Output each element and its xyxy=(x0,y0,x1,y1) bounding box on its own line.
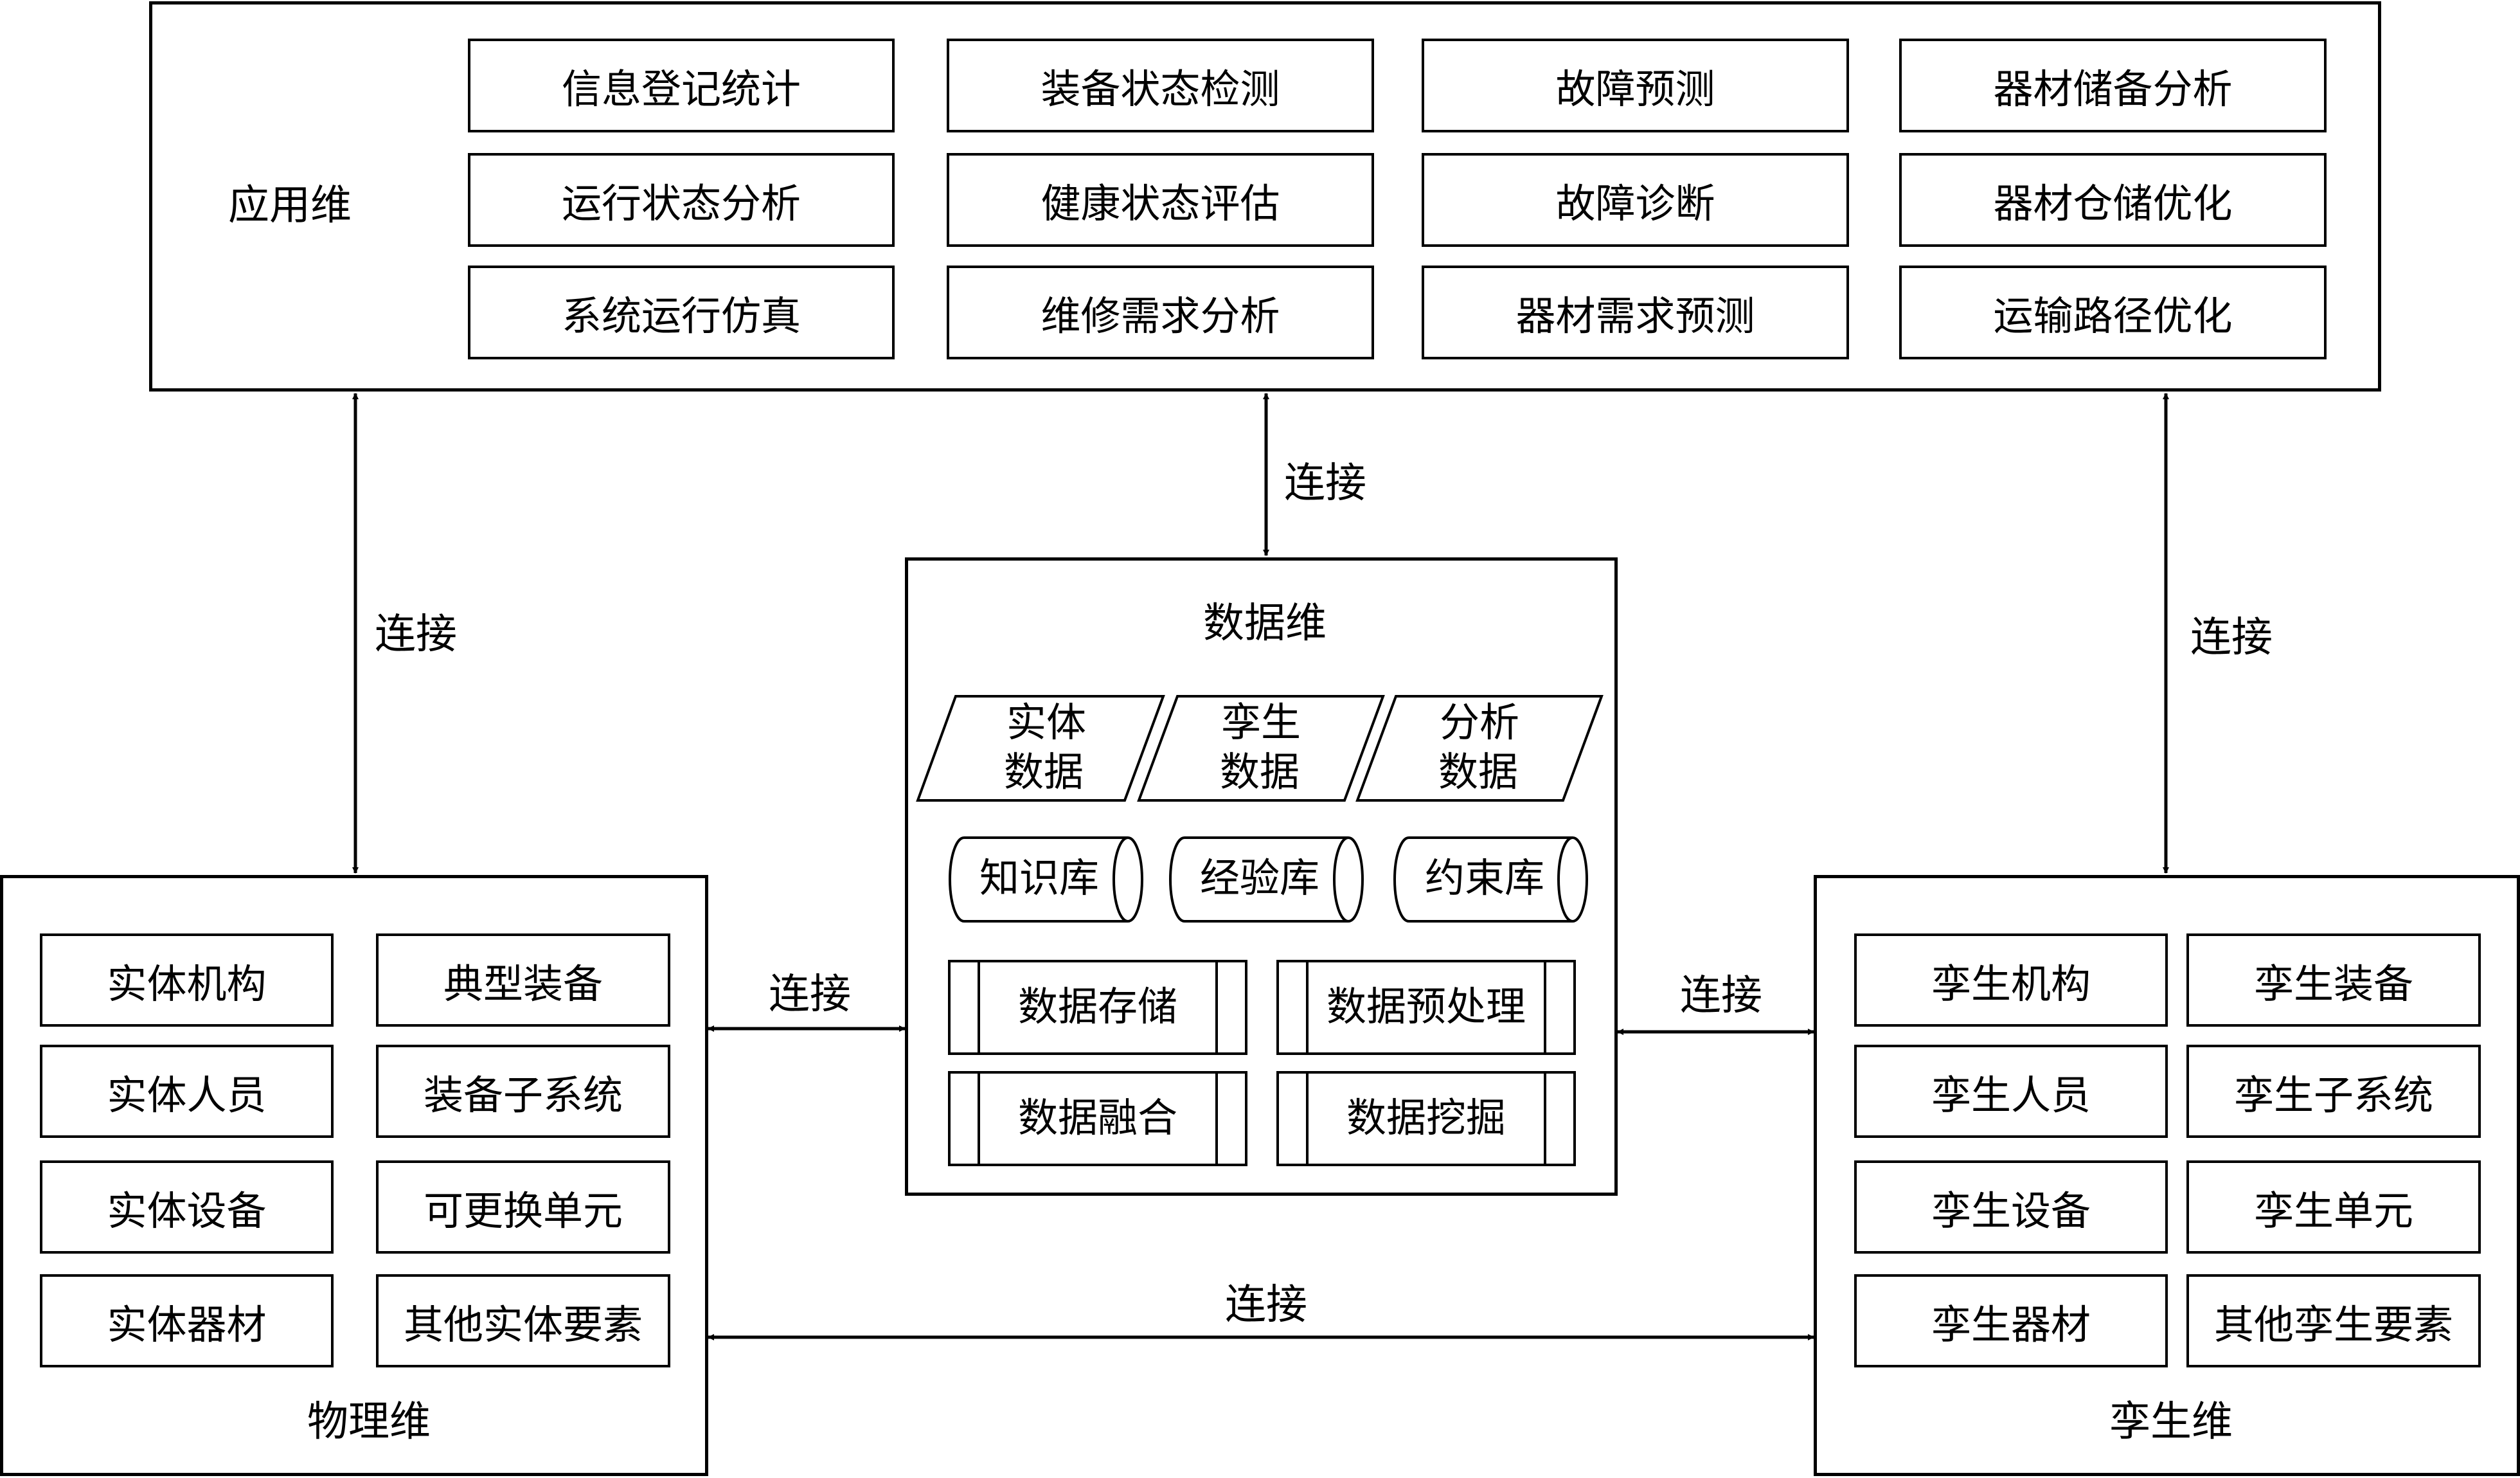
connection-label-app-twin: 连接 xyxy=(2190,614,2273,662)
dataset-label: 数据 xyxy=(1438,748,1518,795)
dataset-label: 数据 xyxy=(1004,748,1084,795)
app-item: 运输路径优化 xyxy=(1899,266,2327,359)
process-mining-shape xyxy=(1276,1071,1576,1166)
library-label: 约束库 xyxy=(1425,854,1544,901)
physical-item: 实体设备 xyxy=(40,1160,334,1254)
process-label: 数据预处理 xyxy=(1327,983,1526,1030)
process-fusion-shape xyxy=(948,1071,1247,1166)
twin-dimension-title: 孪生维 xyxy=(2109,1398,2233,1446)
physical-item: 实体器材 xyxy=(40,1274,334,1367)
app-item: 维修需求分析 xyxy=(947,266,1374,359)
process-storage-shape xyxy=(948,960,1247,1055)
process-label: 数据存储 xyxy=(1018,983,1177,1030)
app-item: 器材需求预测 xyxy=(1422,266,1849,359)
twin-item: 孪生机构 xyxy=(1854,933,2168,1027)
app-item: 健康状态评估 xyxy=(947,153,1374,247)
dataset-label: 数据 xyxy=(1220,748,1300,795)
dataset-analysis-shape xyxy=(1355,695,1604,802)
twin-item: 孪生单元 xyxy=(2186,1160,2481,1254)
twin-item: 孪生设备 xyxy=(1854,1160,2168,1254)
app-item: 系统运行仿真 xyxy=(468,266,895,359)
process-preprocess-shape xyxy=(1276,960,1576,1055)
physical-item: 典型装备 xyxy=(376,933,670,1027)
twin-item: 孪生人员 xyxy=(1854,1045,2168,1138)
dataset-label: 孪生 xyxy=(1221,699,1301,746)
connection-label-data-twin: 连接 xyxy=(1680,972,1762,1020)
app-item: 器材储备分析 xyxy=(1899,39,2327,132)
dataset-label: 实体 xyxy=(1006,699,1086,746)
dataset-entity-shape xyxy=(916,695,1165,802)
twin-item: 孪生子系统 xyxy=(2186,1045,2481,1138)
physical-item: 实体机构 xyxy=(40,933,334,1027)
process-label: 数据融合 xyxy=(1018,1094,1177,1141)
application-dimension-title: 应用维 xyxy=(228,182,352,230)
physical-dimension-title: 物理维 xyxy=(307,1398,431,1446)
physical-item: 实体人员 xyxy=(40,1045,334,1138)
app-item: 信息登记统计 xyxy=(468,39,895,132)
dataset-twin-shape xyxy=(1137,695,1385,802)
physical-item: 可更换单元 xyxy=(376,1160,670,1254)
data-dimension-title: 数据维 xyxy=(1203,600,1327,647)
process-label: 数据挖掘 xyxy=(1346,1094,1506,1141)
connection-label-app-physical: 连接 xyxy=(375,611,457,658)
physical-item: 装备子系统 xyxy=(376,1045,670,1138)
dataset-label: 分析 xyxy=(1440,699,1519,746)
connection-label-physical-data: 连接 xyxy=(769,971,851,1018)
connection-label-physical-twin: 连接 xyxy=(1225,1281,1307,1329)
library-label: 经验库 xyxy=(1200,854,1319,901)
app-item: 装备状态检测 xyxy=(947,39,1374,132)
library-label: 知识库 xyxy=(979,854,1099,901)
app-item: 运行状态分析 xyxy=(468,153,895,247)
twin-item: 孪生器材 xyxy=(1854,1274,2168,1367)
app-item: 故障预测 xyxy=(1422,39,1849,132)
app-item: 故障诊断 xyxy=(1422,153,1849,247)
twin-item: 其他孪生要素 xyxy=(2186,1274,2481,1367)
twin-item: 孪生装备 xyxy=(2186,933,2481,1027)
app-item: 器材仓储优化 xyxy=(1899,153,2327,247)
connection-label-app-data: 连接 xyxy=(1284,460,1366,507)
physical-item: 其他实体要素 xyxy=(376,1274,670,1367)
